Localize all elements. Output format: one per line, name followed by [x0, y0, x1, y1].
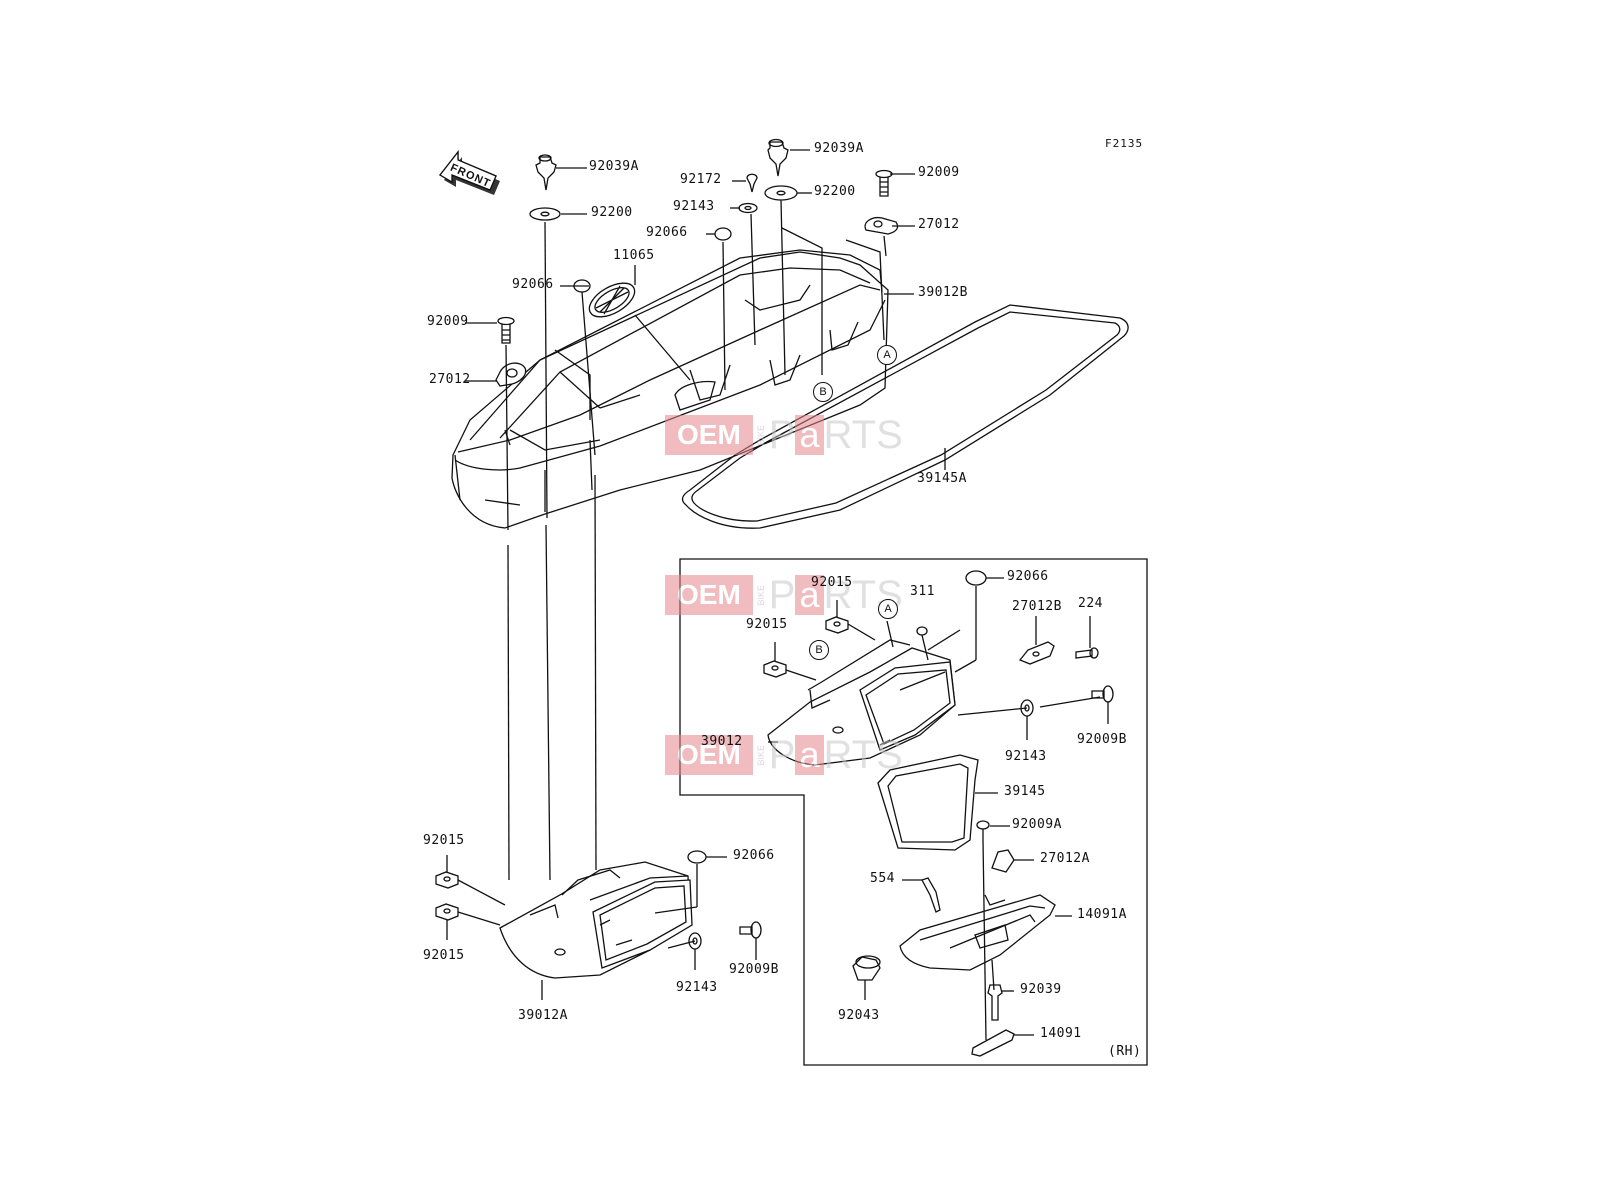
part-label: 92015 — [746, 617, 788, 632]
part-label: 39145 — [1004, 784, 1046, 799]
watermark-oem: OEM — [665, 575, 753, 615]
part-label: 92200 — [591, 205, 633, 220]
part-label: 311 — [910, 584, 935, 599]
part-label: 27012B — [1012, 599, 1062, 614]
watermark-p: P — [768, 572, 796, 617]
watermark: OEM BIKE P a RTS — [665, 732, 903, 777]
watermark-a: a — [795, 415, 824, 455]
part-label: 92015 — [423, 948, 465, 963]
watermark-rts: RTS — [823, 732, 903, 777]
leader-lines-top — [465, 149, 946, 881]
part-label: 224 — [1078, 596, 1103, 611]
part-label: 92066 — [646, 225, 688, 240]
part-label: 39012 — [701, 734, 743, 749]
watermark: OEM BIKE P a RTS — [665, 572, 903, 617]
part-label: 39012B — [918, 285, 968, 300]
emblem-11065 — [588, 282, 636, 318]
watermark-bike: BIKE — [755, 744, 766, 766]
part-label: 92172 — [680, 172, 722, 187]
part-label: 92200 — [814, 184, 856, 199]
part-label: 92015 — [423, 833, 465, 848]
watermark-oem: OEM — [665, 735, 753, 775]
ref-callout-b: B — [809, 640, 829, 660]
ref-callout-b: B — [813, 382, 833, 402]
part-label: 39012A — [518, 1008, 568, 1023]
part-label: 92009 — [427, 314, 469, 329]
part-label: 39145A — [917, 471, 967, 486]
part-label: 27012A — [1040, 851, 1090, 866]
watermark-a: a — [795, 735, 824, 775]
watermark-oem: OEM — [665, 415, 753, 455]
part-label: 92039A — [589, 159, 639, 174]
watermark-p: P — [768, 412, 796, 457]
gasket-39145a — [681, 304, 1129, 529]
part-label: 92009 — [918, 165, 960, 180]
part-label: 92143 — [676, 980, 718, 995]
housing-39012a — [435, 850, 762, 1000]
part-label: 554 — [870, 871, 895, 886]
watermark-p: P — [768, 732, 796, 777]
part-label: 92143 — [1005, 749, 1047, 764]
part-label: 92009B — [1077, 732, 1127, 747]
watermark-bike: BIKE — [755, 584, 766, 606]
handle-assembly — [852, 820, 1072, 1057]
watermark: OEM BIKE P a RTS — [665, 412, 903, 457]
part-label: 27012 — [429, 372, 471, 387]
part-label: 27012 — [918, 217, 960, 232]
side-note: (RH) — [1108, 1044, 1142, 1059]
watermark-a: a — [795, 575, 824, 615]
inset-frame — [679, 558, 1148, 1066]
part-label: 92015 — [811, 575, 853, 590]
part-label: 92066 — [1007, 569, 1049, 584]
storage-box-39012b — [451, 249, 889, 529]
part-label: 92066 — [512, 277, 554, 292]
part-label: 92043 — [838, 1008, 880, 1023]
figure-code: F2135 — [1105, 137, 1144, 150]
housing-39012 — [763, 570, 1114, 851]
part-label: 92039A — [814, 141, 864, 156]
part-label: 92066 — [733, 848, 775, 863]
ref-callout-a: A — [877, 345, 897, 365]
part-label: 92143 — [673, 199, 715, 214]
part-label: 14091 — [1040, 1026, 1082, 1041]
watermark-bike: BIKE — [755, 424, 766, 446]
part-label: 92009A — [1012, 817, 1062, 832]
part-label: 92009B — [729, 962, 779, 977]
watermark-rts: RTS — [823, 412, 903, 457]
front-arrow-icon — [439, 150, 500, 195]
part-label: 11065 — [613, 248, 655, 263]
part-label: 92039 — [1020, 982, 1062, 997]
part-label: 14091A — [1077, 907, 1127, 922]
ref-callout-a: A — [878, 599, 898, 619]
